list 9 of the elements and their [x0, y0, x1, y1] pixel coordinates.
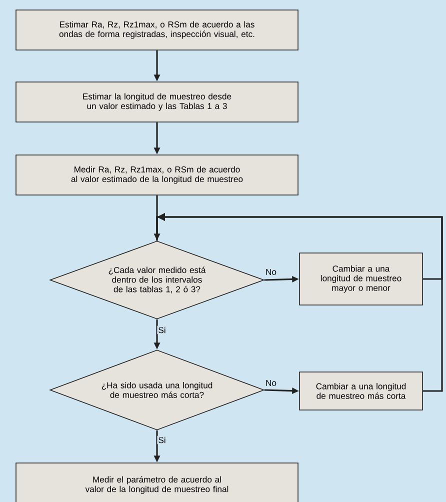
edge-label: No [264, 268, 278, 276]
process-box: Cambiar a una longitud de muestreo mayor o menor [299, 252, 423, 306]
process-box: Medir Ra, Rz, Rz1max, o RSm de acuerdo al valor estimado de la longitud de muestreo [16, 154, 298, 196]
edge-label: No [264, 379, 278, 387]
process-box: Cambiar a una longitud de muestreo más corta [299, 372, 423, 410]
process-box: Estimar la longitud de muestreo desde un valor estimado y las Tablas 1 a 3 [16, 82, 298, 122]
process-box: Medir el parámetro de acuerdo al valor de la longitud de muestreo final [16, 462, 298, 502]
process-box: Estimar Ra, Rz, Rz1max, o RSm de acuerdo a las ondas de forma registradas, inspección visual, etc. [16, 10, 298, 50]
arrow [156, 213, 443, 392]
